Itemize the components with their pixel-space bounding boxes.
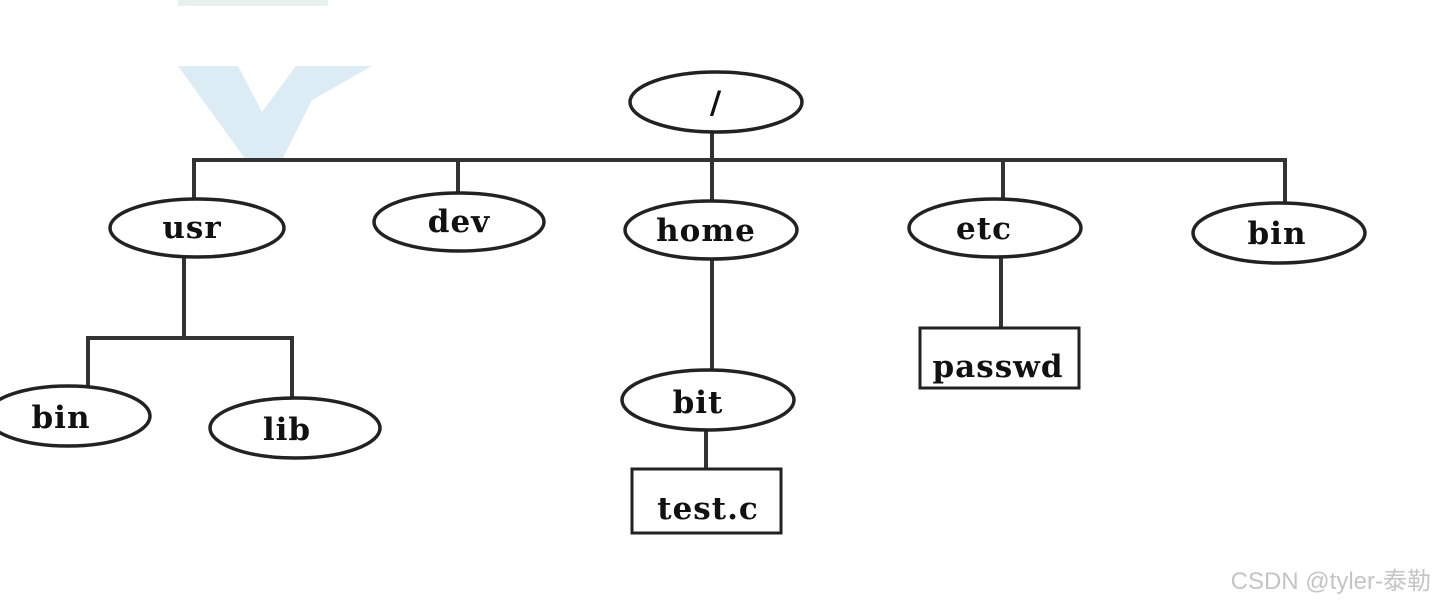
watermark-credit: CSDN @tyler-泰勒 — [1230, 568, 1431, 595]
node-etc-label: etc — [956, 211, 1012, 247]
node-lib-label: lib — [263, 412, 311, 448]
node-passwd: passwd — [918, 326, 1081, 390]
node-dev-shape — [372, 191, 546, 253]
node-root-shape — [628, 70, 804, 134]
node-bit-shape — [620, 368, 796, 432]
node-etc-shape — [907, 197, 1083, 259]
node-test-c-shape — [630, 467, 783, 535]
node-etc: etc — [907, 197, 1083, 259]
node-home-label: home — [656, 213, 756, 249]
node-usr-bin-shape — [0, 384, 152, 448]
node-root: / — [628, 70, 804, 134]
node-bin-top-shape — [1191, 201, 1367, 265]
node-bin-top: bin — [1191, 201, 1367, 265]
node-dev: dev — [372, 191, 546, 253]
node-lib-shape — [208, 396, 382, 460]
node-root-label: / — [710, 85, 722, 121]
node-usr-label: usr — [162, 210, 221, 246]
node-bit: bit — [620, 368, 796, 432]
node-passwd-label: passwd — [932, 349, 1063, 385]
node-usr-shape — [108, 197, 286, 259]
node-lib: lib — [208, 396, 382, 460]
node-test-c-label: test.c — [657, 491, 758, 527]
watermark-logo — [178, 66, 372, 160]
node-passwd-shape — [918, 326, 1081, 390]
node-test-c: test.c — [630, 467, 783, 535]
node-dev-label: dev — [428, 204, 490, 240]
node-usr: usr — [108, 197, 286, 259]
node-bin-top-label: bin — [1248, 216, 1307, 252]
node-usr-bin: bin — [0, 384, 152, 448]
node-home-shape — [623, 199, 799, 261]
node-bit-label: bit — [673, 385, 724, 421]
node-usr-bin-label: bin — [32, 400, 91, 436]
node-home: home — [623, 199, 799, 261]
tree-edges — [86, 130, 1287, 472]
top-edge-fragment — [178, 0, 328, 6]
